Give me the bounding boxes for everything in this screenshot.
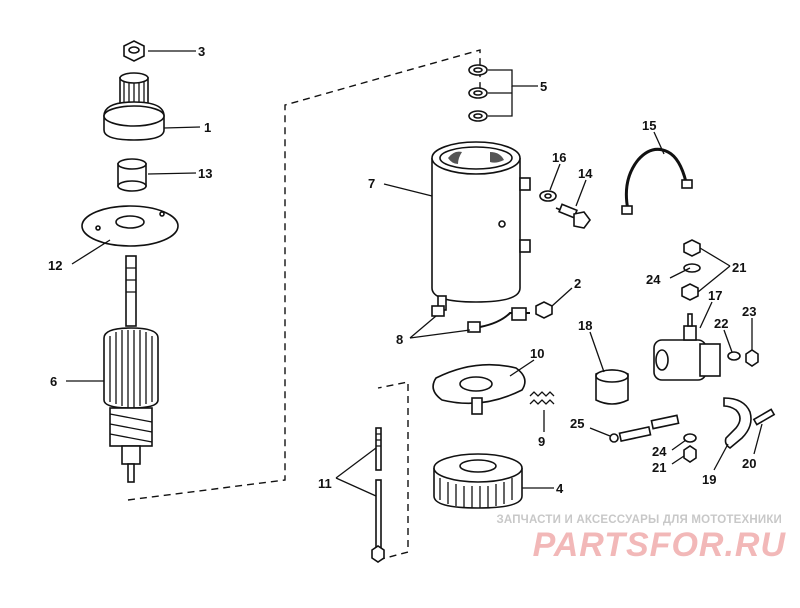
callout-4: 4 (556, 481, 564, 496)
callout-21-top: 21 (732, 260, 746, 275)
nuts-washers-part-21-24-top (681, 239, 701, 301)
bracket-part-19 (723, 397, 752, 449)
callout-6: 6 (50, 374, 57, 389)
callout-8: 8 (396, 332, 403, 347)
callout-9: 9 (538, 434, 545, 449)
callout-2: 2 (574, 276, 581, 291)
callout-21-bottom: 21 (652, 460, 666, 475)
nuts-washers-part-21-24-bottom (683, 433, 697, 463)
callout-23: 23 (742, 304, 756, 319)
callout-12: 12 (48, 258, 62, 273)
cable-part-25 (609, 414, 680, 443)
callout-20: 20 (742, 456, 756, 471)
assembly-dashed-outline (127, 49, 481, 501)
brush-plate-dashed-outline (377, 381, 409, 561)
watermark-logo: PARTSFOR.RU (532, 526, 786, 564)
nut-part-2 (535, 301, 553, 319)
through-bolts-part-11 (371, 427, 385, 563)
brushes-part-8 (431, 305, 530, 333)
spacer-part-13 (117, 158, 147, 192)
callout-7: 7 (368, 176, 375, 191)
ground-strap-part-15 (621, 147, 693, 215)
callout-24-top: 24 (646, 272, 661, 287)
field-frame-part-7 (431, 141, 531, 311)
callout-16: 16 (552, 150, 566, 165)
lock-nut-part-3 (123, 40, 145, 62)
boot-part-18 (595, 369, 629, 405)
springs-part-9 (529, 391, 555, 405)
callout-22: 22 (714, 316, 728, 331)
leader-lines (66, 50, 763, 497)
armature-part-6 (103, 255, 159, 483)
callout-15: 15 (642, 118, 656, 133)
callout-19: 19 (702, 472, 716, 487)
end-housing-part-4 (433, 453, 523, 509)
callout-3: 3 (198, 44, 205, 59)
nut-part-23 (745, 349, 759, 367)
callout-25: 25 (570, 416, 584, 431)
drive-pinion-part-1 (103, 72, 165, 141)
brush-holder-plate-part-10 (432, 363, 526, 415)
callout-14: 14 (578, 166, 593, 181)
lock-washer-part-16 (539, 190, 557, 202)
washers-part-5 (468, 64, 488, 122)
solenoid-part-17 (653, 313, 721, 381)
bolt-part-14 (555, 203, 591, 229)
callout-1: 1 (204, 120, 211, 135)
callout-13: 13 (198, 166, 212, 181)
callout-10: 10 (530, 346, 544, 361)
screw-part-20 (752, 408, 776, 426)
callout-24-bottom: 24 (652, 444, 667, 459)
callout-11: 11 (318, 476, 332, 491)
callout-5: 5 (540, 79, 547, 94)
nut-part-22 (727, 351, 741, 361)
callout-18: 18 (578, 318, 592, 333)
watermark-subtitle: ЗАПЧАСТИ И АКСЕССУАРЫ ДЛЯ МОТОТЕХНИКИ (496, 514, 782, 526)
end-plate-part-12 (81, 205, 179, 247)
callout-17: 17 (708, 288, 722, 303)
